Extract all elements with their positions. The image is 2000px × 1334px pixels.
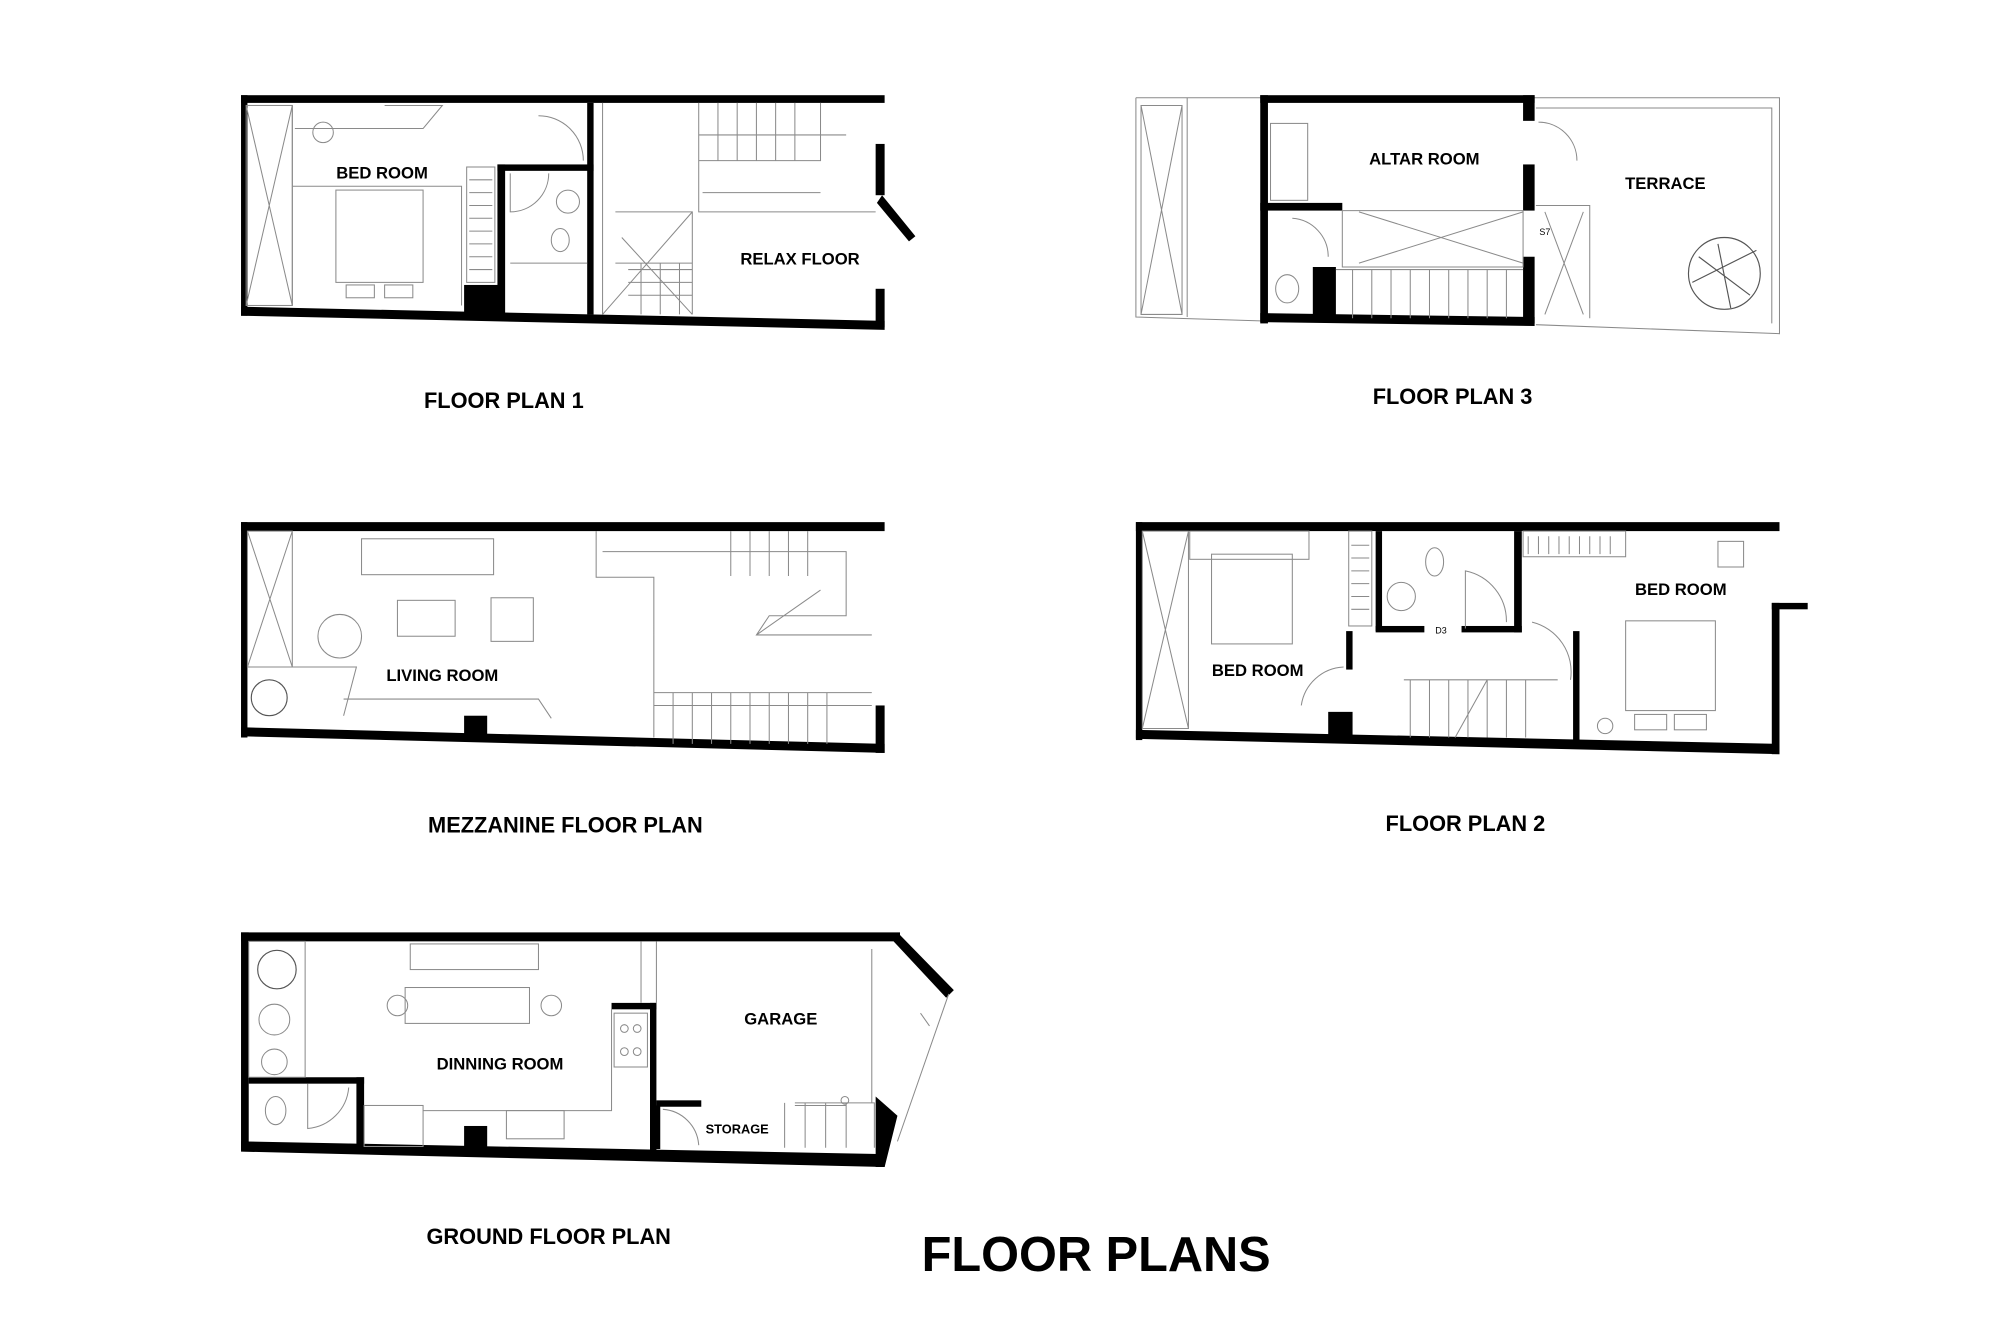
wall bbox=[1771, 602, 1780, 755]
room-label: BED ROOM bbox=[1635, 580, 1727, 599]
wall bbox=[241, 932, 249, 1151]
floor-plan-2: BED ROOM BED ROOM D3 FLOOR PLAN 2 bbox=[1135, 522, 1808, 836]
wall bbox=[241, 1141, 885, 1167]
room-label: DINNING ROOM bbox=[437, 1055, 564, 1074]
wall bbox=[875, 705, 885, 753]
floor-plan-3: ALTAR ROOM TERRACE S7 FLOOR PLAN 3 bbox=[1135, 95, 1781, 409]
wall bbox=[656, 1100, 702, 1107]
wall bbox=[1771, 602, 1808, 610]
wall bbox=[1514, 531, 1522, 633]
column bbox=[464, 715, 488, 738]
wall bbox=[650, 1002, 657, 1151]
wall bbox=[1312, 267, 1336, 319]
wall bbox=[241, 95, 248, 316]
tag-label: D3 bbox=[1435, 626, 1446, 636]
wall bbox=[1523, 95, 1535, 121]
room-label: ALTAR ROOM bbox=[1369, 149, 1479, 168]
room-label: BED ROOM bbox=[1212, 661, 1304, 680]
wall bbox=[241, 522, 248, 738]
wall bbox=[587, 102, 594, 315]
room-label: LIVING ROOM bbox=[386, 666, 498, 685]
wall bbox=[248, 1077, 365, 1084]
wall bbox=[876, 195, 916, 242]
wall bbox=[1523, 256, 1535, 324]
room-label: RELAX FLOOR bbox=[740, 249, 859, 268]
wall bbox=[356, 1077, 365, 1148]
wall bbox=[241, 95, 885, 103]
wall bbox=[1260, 95, 1535, 103]
wall bbox=[241, 306, 885, 330]
wall bbox=[893, 932, 954, 998]
wall bbox=[1260, 313, 1535, 326]
wall bbox=[1573, 631, 1580, 742]
wall bbox=[241, 522, 885, 532]
plan-caption: FLOOR PLAN 2 bbox=[1386, 811, 1546, 836]
column bbox=[464, 284, 500, 314]
wall bbox=[875, 1096, 898, 1167]
room-label: BED ROOM bbox=[336, 164, 428, 183]
plan-caption: FLOOR PLAN 3 bbox=[1373, 384, 1533, 409]
wall bbox=[1375, 531, 1383, 632]
wall bbox=[1135, 729, 1780, 755]
wall bbox=[241, 727, 885, 753]
wall bbox=[497, 164, 594, 171]
plan-caption: FLOOR PLAN 1 bbox=[424, 388, 584, 413]
wall bbox=[497, 164, 506, 314]
wall bbox=[1260, 202, 1343, 211]
ground-floor-plan: DINNING ROOM GARAGE STORAGE GROUND FLOOR… bbox=[241, 932, 954, 1249]
wall bbox=[1375, 625, 1425, 633]
wall bbox=[875, 143, 885, 196]
floor-plan-1: BED ROOM RELAX FLOOR FLOOR PLAN 1 bbox=[241, 95, 916, 413]
mezzanine-floor-plan: LIVING ROOM MEZZANINE FLOOR PLAN bbox=[241, 522, 885, 837]
tag-label: S7 bbox=[1539, 227, 1550, 237]
wall bbox=[875, 288, 885, 328]
tree-icon bbox=[1687, 236, 1761, 310]
wall bbox=[611, 1002, 657, 1010]
column bbox=[464, 1125, 488, 1147]
wall bbox=[1461, 625, 1522, 633]
plant-icon bbox=[257, 949, 297, 990]
room-label: STORAGE bbox=[706, 1122, 770, 1137]
wall bbox=[1135, 522, 1780, 532]
plan-caption: MEZZANINE FLOOR PLAN bbox=[428, 812, 703, 837]
room-label: TERRACE bbox=[1625, 174, 1706, 193]
wall bbox=[1523, 164, 1535, 211]
sheet-title: FLOOR PLANS bbox=[922, 1228, 1271, 1282]
room-label: GARAGE bbox=[744, 1010, 817, 1029]
wall bbox=[241, 932, 900, 942]
column bbox=[1328, 711, 1353, 738]
wall bbox=[1346, 631, 1353, 670]
plant-icon bbox=[250, 679, 288, 717]
plan-caption: GROUND FLOOR PLAN bbox=[426, 1224, 670, 1249]
wall bbox=[1135, 522, 1143, 741]
wall bbox=[653, 1105, 661, 1150]
